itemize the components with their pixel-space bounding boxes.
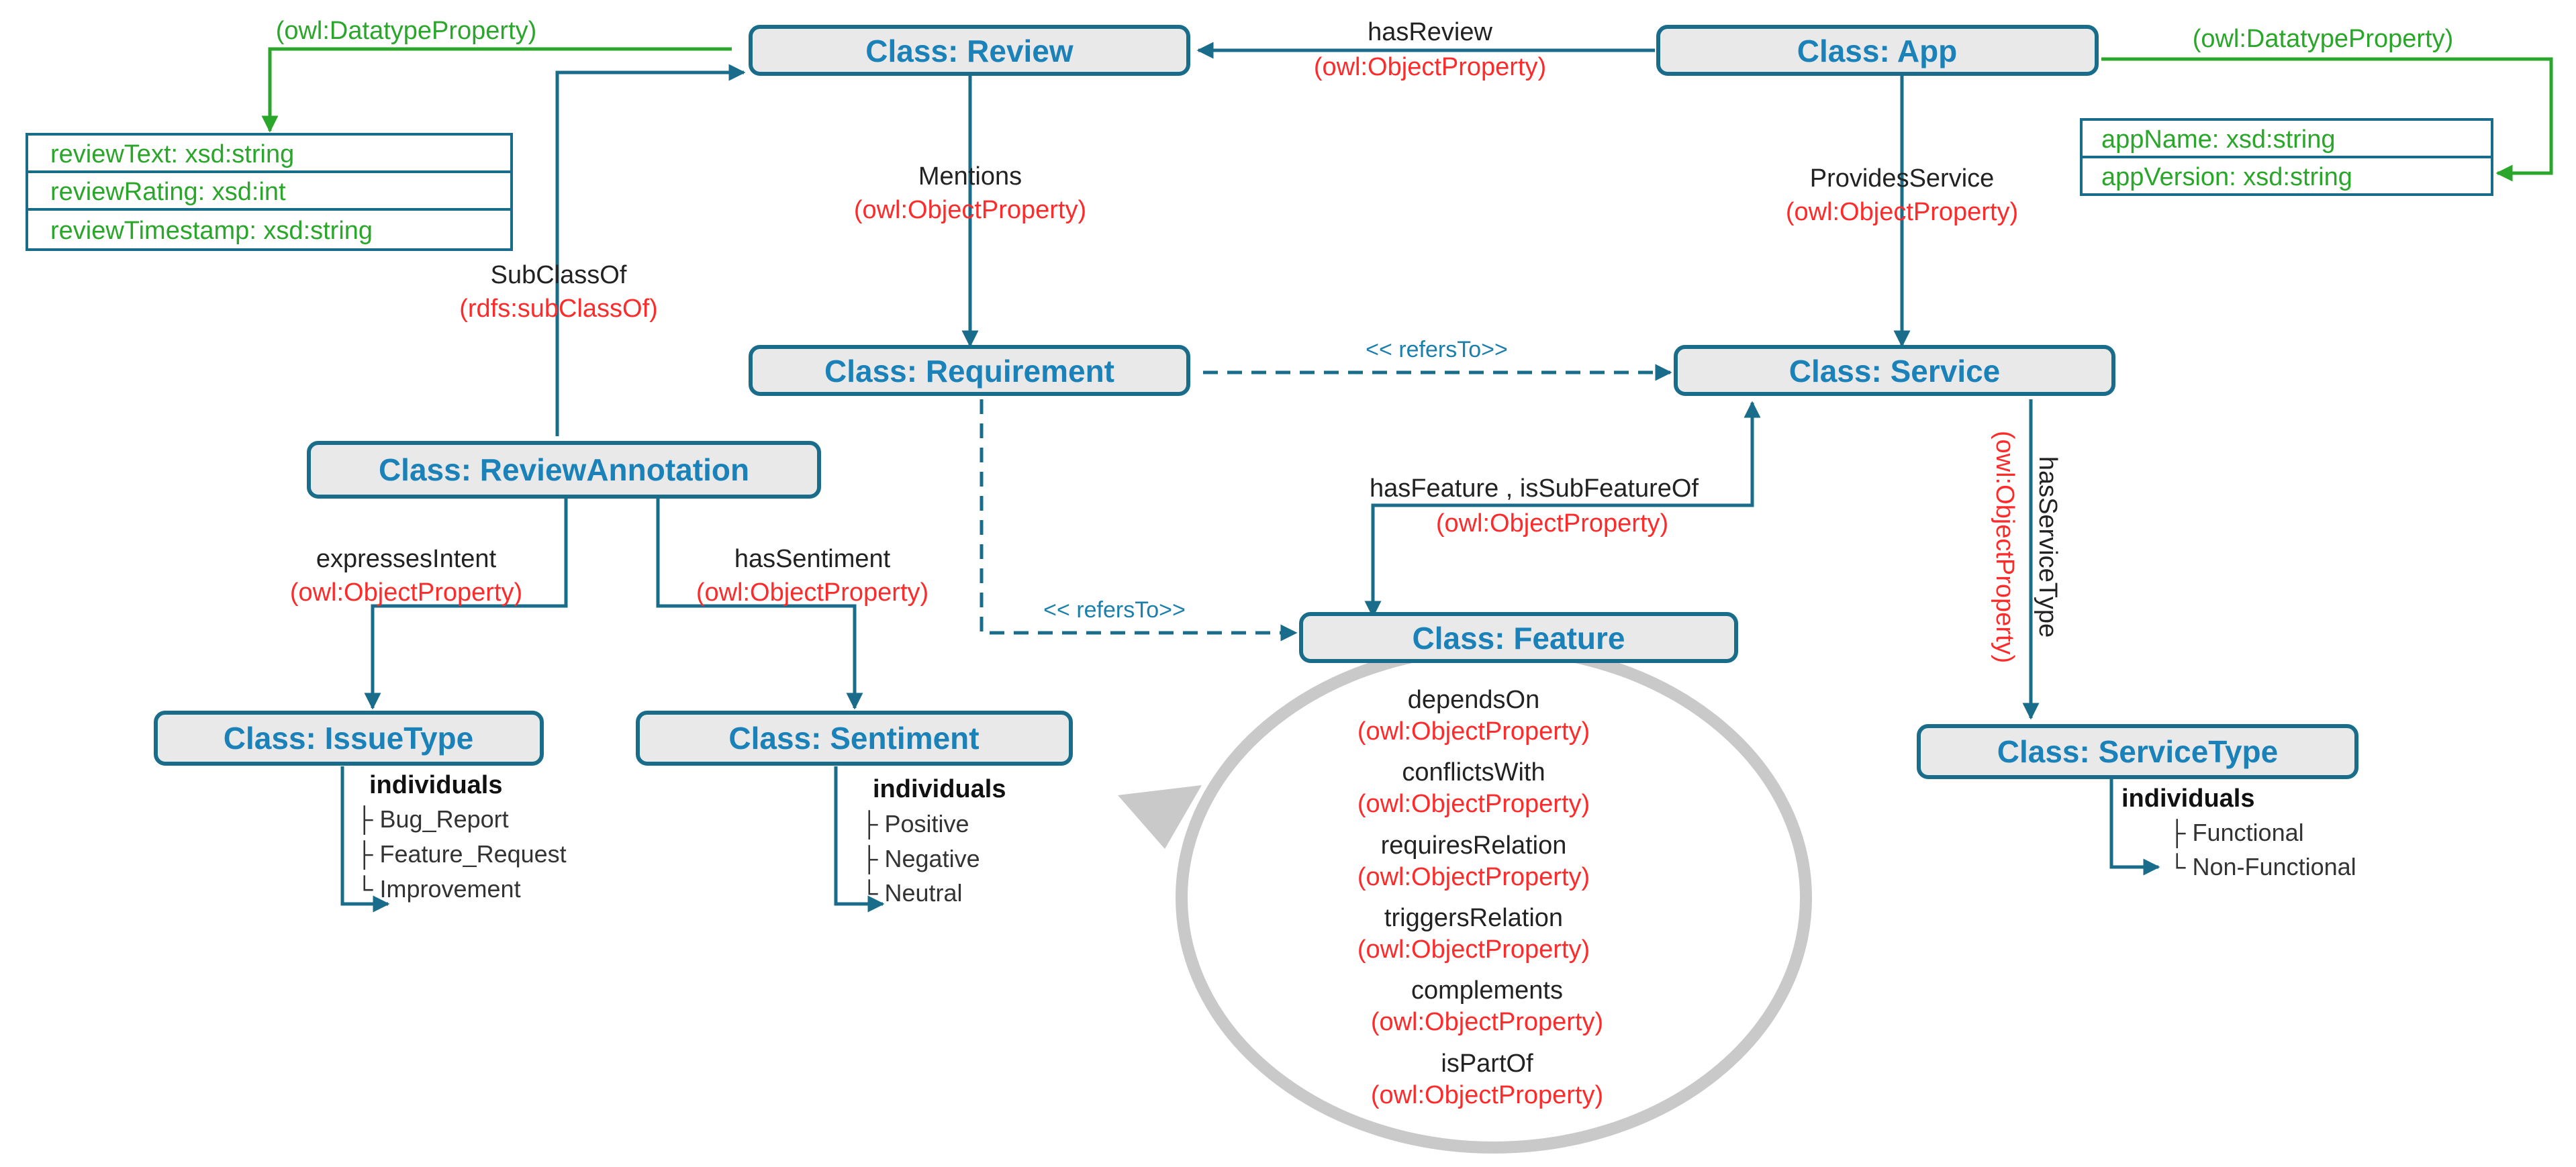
class-service-type-label: Class: ServiceType — [1997, 734, 2279, 769]
self-relation-type-3: (owl:ObjectProperty) — [1357, 935, 1590, 964]
mentions-type: (owl:ObjectProperty) — [854, 196, 1086, 224]
feature-self-relations: dependsOn (owl:ObjectProperty) conflicts… — [1357, 686, 1603, 1109]
self-relation-name-3: triggersRelation — [1384, 904, 1563, 932]
edge-refers-to-feature — [980, 399, 1298, 642]
refers-to-service-label: << refersTo>> — [1366, 337, 1508, 362]
class-review-label: Class: Review — [865, 34, 1074, 68]
has-feature-name: hasFeature , isSubFeatureOf — [1370, 474, 1699, 503]
has-sentiment-type: (owl:ObjectProperty) — [696, 578, 928, 607]
self-relation-type-0: (owl:ObjectProperty) — [1357, 717, 1590, 746]
review-attr-1: reviewRating: xsd:int — [50, 178, 286, 206]
datatype-label-review: (owl:DatatypeProperty) — [276, 17, 537, 45]
class-requirement-label: Class: Requirement — [824, 354, 1114, 389]
class-issue-type-label: Class: IssueType — [224, 721, 473, 756]
has-feature-type: (owl:ObjectProperty) — [1436, 509, 1668, 538]
app-attr-0: appName: xsd:string — [2101, 125, 2336, 154]
class-requirement[interactable]: Class: Requirement — [749, 345, 1190, 396]
service-type-individual-0: ├ Functional — [2168, 819, 2304, 848]
subclass-of-type: (rdfs:subClassOf) — [459, 295, 658, 323]
refers-to-feature-label: << refersTo>> — [1043, 597, 1186, 623]
expresses-intent-name: expressesIntent — [316, 545, 497, 573]
review-attr-2: reviewTimestamp: xsd:string — [50, 217, 373, 245]
edge-individuals-issue-type — [340, 766, 390, 913]
service-type-individuals: individuals ├ Functional └ Non-Functiona… — [2121, 784, 2356, 880]
edge-has-feature — [1364, 401, 1761, 618]
class-app[interactable]: Class: App — [1656, 25, 2099, 76]
edge-datatype-app — [2101, 57, 2553, 182]
subclass-of-name: SubClassOf — [491, 261, 627, 289]
sentiment-individuals: individuals ├ Positive ├ Negative └ Neut… — [861, 775, 1006, 907]
mentions-name: Mentions — [918, 162, 1022, 191]
service-type-individual-1: └ Non-Functional — [2168, 853, 2356, 880]
self-relation-name-1: conflictsWith — [1402, 758, 1545, 787]
sentiment-individuals-title: individuals — [873, 775, 1006, 803]
self-relation-name-2: requiresRelation — [1381, 831, 1567, 860]
has-service-type-name: hasServiceType — [2034, 456, 2062, 638]
sentiment-individual-1: ├ Negative — [861, 845, 980, 874]
app-attributes-table: appName: xsd:string appVersion: xsd:stri… — [2080, 118, 2493, 196]
app-attr-1: appVersion: xsd:string — [2101, 163, 2352, 191]
self-relation-type-2: (owl:ObjectProperty) — [1357, 863, 1590, 891]
self-relation-type-4: (owl:ObjectProperty) — [1371, 1008, 1603, 1036]
issue-type-individuals: individuals ├ Bug_Report ├ Feature_Reque… — [356, 771, 567, 903]
class-feature-label: Class: Feature — [1412, 621, 1625, 656]
circle-arrowhead — [1118, 785, 1202, 849]
self-relation-name-0: dependsOn — [1408, 686, 1540, 714]
self-relation-name-4: complements — [1411, 976, 1563, 1005]
has-review-name: hasReview — [1368, 18, 1492, 46]
has-sentiment-name: hasSentiment — [734, 545, 891, 573]
edge-subclass-of — [555, 64, 746, 436]
class-review-annotation-label: Class: ReviewAnnotation — [379, 452, 749, 487]
has-review-type: (owl:ObjectProperty) — [1314, 53, 1546, 81]
provides-service-name: ProvidesService — [1810, 164, 1995, 193]
sentiment-individual-0: ├ Positive — [861, 810, 969, 840]
edge-individuals-service-type — [2109, 778, 2160, 876]
self-relation-type-5: (owl:ObjectProperty) — [1371, 1081, 1603, 1109]
class-sentiment-label: Class: Sentiment — [728, 721, 979, 756]
service-type-individuals-title: individuals — [2121, 784, 2254, 813]
sentiment-individual-2: └ Neutral — [861, 879, 963, 907]
class-review-annotation[interactable]: Class: ReviewAnnotation — [307, 441, 821, 499]
issue-type-individuals-title: individuals — [369, 771, 502, 799]
datatype-label-app: (owl:DatatypeProperty) — [2193, 25, 2454, 53]
issue-type-individual-2: └ Improvement — [356, 875, 521, 903]
class-service-type[interactable]: Class: ServiceType — [1917, 724, 2358, 779]
class-issue-type[interactable]: Class: IssueType — [154, 711, 544, 766]
self-relation-type-1: (owl:ObjectProperty) — [1357, 790, 1590, 818]
review-attr-0: reviewText: xsd:string — [50, 140, 294, 168]
edge-has-sentiment — [656, 498, 863, 710]
class-service-label: Class: Service — [1789, 354, 2001, 389]
class-review[interactable]: Class: Review — [749, 25, 1190, 76]
expresses-intent-type: (owl:ObjectProperty) — [290, 578, 522, 607]
issue-type-individual-1: ├ Feature_Request — [356, 840, 567, 870]
issue-type-individual-0: ├ Bug_Report — [356, 805, 509, 835]
edge-individuals-sentiment — [834, 766, 885, 913]
self-relation-name-5: isPartOf — [1441, 1050, 1533, 1078]
class-sentiment[interactable]: Class: Sentiment — [636, 711, 1073, 766]
edge-datatype-review — [261, 47, 732, 133]
class-feature[interactable]: Class: Feature — [1299, 612, 1738, 663]
class-app-label: Class: App — [1797, 34, 1958, 68]
review-attributes-table: reviewText: xsd:string reviewRating: xsd… — [26, 133, 513, 251]
provides-service-type: (owl:ObjectProperty) — [1786, 198, 2018, 226]
edge-expresses-intent — [364, 498, 568, 710]
class-service[interactable]: Class: Service — [1674, 345, 2115, 396]
has-service-type-type: (owl:ObjectProperty) — [1991, 431, 2019, 663]
